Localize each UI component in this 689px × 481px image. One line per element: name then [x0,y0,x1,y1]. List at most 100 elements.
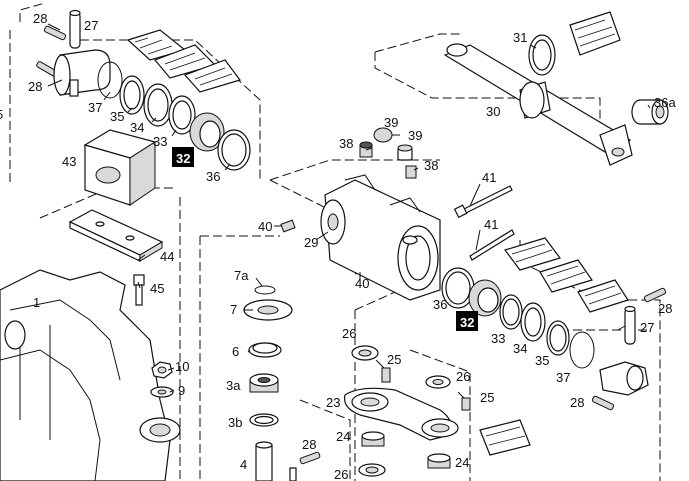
label-41-b: 41 [484,217,498,232]
section-profile-lower [479,419,531,456]
label-25-b: 25 [480,390,494,405]
ring-36-right [441,267,475,309]
label-37-right: 37 [556,370,570,385]
label-41-a: 41 [482,170,496,185]
label-29: 29 [304,235,318,250]
label-27-right: 27 [640,320,654,335]
label-28-right-bottom: 28 [570,395,584,410]
section-profiles-right [504,237,629,313]
section-profiles-left [126,29,241,93]
label-37-left: 37 [88,100,102,115]
bolt-41-a [453,185,513,219]
label-7a: 7a [234,268,249,283]
label-25-a: 25 [387,352,401,367]
label-23: 23 [326,395,340,410]
label-35-right: 35 [535,353,549,368]
label-38-a: 38 [339,136,353,151]
section-profile-31 [569,11,621,56]
ring-34-left [143,83,173,127]
label-32-left: 32 [176,151,190,166]
bushing-24-b [427,453,451,469]
fitting-38-b [405,165,417,179]
grease-fitting-25-a [381,367,391,383]
label-24-b: 24 [455,455,469,470]
label-3b: 3b [228,415,242,430]
label-40-b: 40 [355,276,369,291]
label-9: 9 [178,383,185,398]
part-labels: 28 27 28 37 35 34 33 32 36 43 44 45 1 10… [0,11,676,481]
label-40-a: 40 [258,219,272,234]
yoke-end-right [599,361,649,396]
pin-28-right-top [643,287,667,303]
label-43: 43 [62,154,76,169]
pin-27-right [624,305,636,345]
ring-35-right [546,320,570,356]
washer-26-c [358,463,386,477]
kingpin-4 [255,441,273,481]
pin-40-a [280,219,296,233]
label-38-b: 38 [424,158,438,173]
label-45: 45 [150,281,164,296]
label-33-left: 33 [153,134,167,149]
label-5-edge: 5 [0,107,3,122]
label-31: 31 [513,30,527,45]
label-39-a: 39 [384,115,398,130]
highlight-box-32-left [172,147,194,167]
plate-44 [68,209,164,262]
label-4: 4 [240,457,247,472]
label-32-right: 32 [460,315,474,330]
axle-housing-1 [0,269,181,481]
steering-arm-23 [343,387,459,441]
label-28-bottom: 28 [302,437,316,452]
label-34-left: 34 [130,120,144,135]
bolt-45 [133,274,145,306]
label-28-right-top: 28 [658,301,672,316]
bearing-6 [248,342,282,358]
label-27-top: 27 [84,18,98,33]
plug-36a [631,99,669,125]
snap-ring-37-right [569,331,595,369]
ring-36-left [217,129,251,171]
bolt-41-b [469,229,515,261]
pin-28-top [43,25,67,41]
pin-28-right-bottom [591,395,615,411]
snap-ring-7a [254,285,276,295]
seal-32-left [189,112,225,152]
label-30: 30 [486,104,500,119]
label-26-b: 26 [456,369,470,384]
label-36a: 36a [654,95,676,110]
label-26-a: 26 [342,326,356,341]
label-24-a: 24 [336,429,350,444]
label-34-right: 34 [513,341,527,356]
ring-3b [249,413,279,427]
ring-33-right [499,294,523,330]
label-28-top: 28 [33,11,47,26]
ring-33-left [168,95,196,135]
ring-34-right [520,302,546,342]
label-33-right: 33 [491,331,505,346]
label-26-c: 26 [334,467,348,481]
label-36-left: 36 [206,169,220,184]
label-44: 44 [160,249,174,264]
washer-26-a [351,345,379,361]
label-7: 7 [230,302,237,317]
nut-10 [151,361,173,379]
seal-32-right [468,279,502,317]
washer-9 [150,386,174,398]
bushing-24-a [361,431,385,447]
cylinder-housing-29 [320,174,441,301]
highlight-box-32-right [456,311,478,331]
label-28-mid: 28 [28,79,42,94]
piston-rod-30 [443,43,633,166]
snap-ring-37-left [97,61,123,99]
pin-27-top [69,9,81,49]
label-3a: 3a [226,378,241,393]
fitting-38-a [359,141,373,158]
seal-7 [243,299,293,321]
grease-fitting-25-b [461,397,471,411]
label-39-b: 39 [408,128,422,143]
leader-lines [47,23,651,399]
ring-35-left [119,75,145,115]
